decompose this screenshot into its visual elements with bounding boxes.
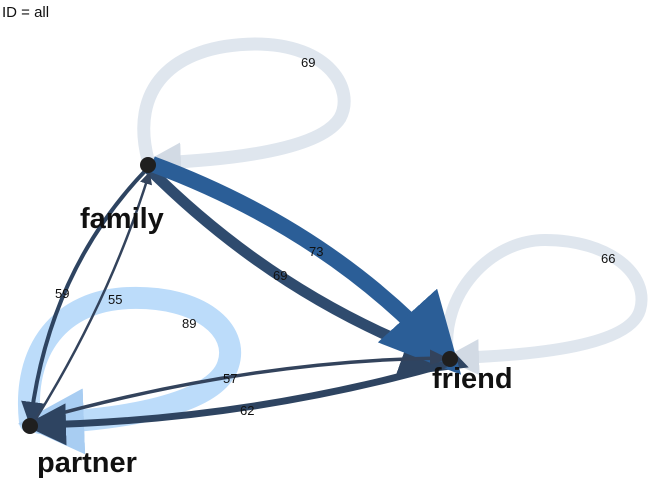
- edge-label-partner-partner: 89: [182, 316, 196, 331]
- edge-partner-family: [32, 171, 153, 423]
- node-label-partner: partner: [37, 447, 137, 479]
- edge-friend-friend: [441, 233, 648, 376]
- node-label-family: family: [80, 203, 164, 235]
- edge-label-partner-friend: 57: [223, 371, 237, 386]
- edge-label-partner-family: 55: [108, 292, 122, 307]
- edge-label-family-friend: 73: [309, 244, 323, 259]
- edge-label-family-partner: 59: [55, 286, 69, 301]
- node-label-friend: friend: [432, 363, 513, 395]
- edge-friend-family: [144, 164, 469, 377]
- edge-family-partner: [21, 168, 148, 426]
- edge-family-family: [137, 37, 351, 182]
- edge-label-friend-friend: 66: [601, 251, 615, 266]
- node-partner: [22, 418, 38, 434]
- edge-friend-partner: [24, 360, 447, 446]
- diagram-title: ID = all: [2, 4, 50, 21]
- edge-partner-partner: [18, 286, 241, 455]
- edge-label-friend-family: 69: [273, 268, 287, 283]
- edge-label-family-family: 69: [301, 55, 315, 70]
- edge-family-friend: [149, 156, 462, 375]
- node-friend: [442, 351, 458, 367]
- node-family: [140, 157, 156, 173]
- edge-partner-friend: [35, 349, 448, 422]
- edge-label-friend-partner: 62: [240, 403, 254, 418]
